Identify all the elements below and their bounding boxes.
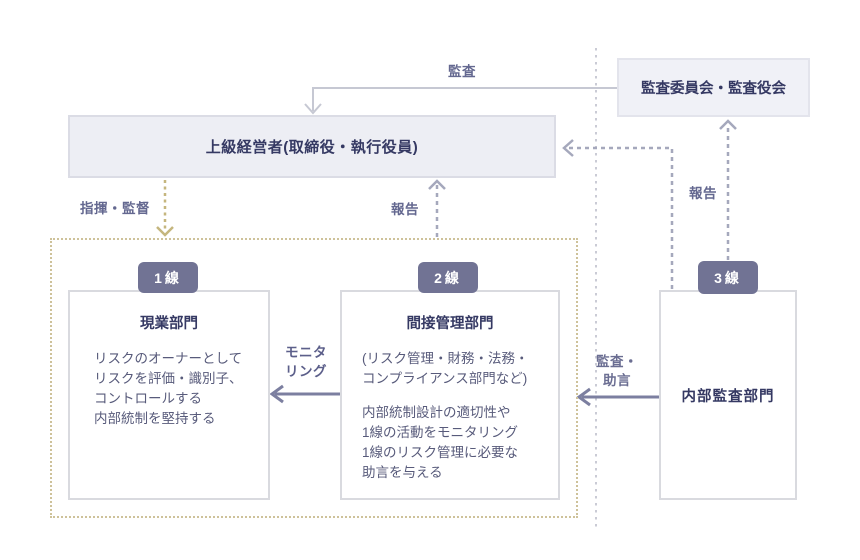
- command-arrowhead: [156, 226, 174, 237]
- line3-box: 内部監査部門: [659, 290, 797, 500]
- audit-advice-label: 監査・ 助言: [596, 354, 638, 388]
- line1-description: リスクのオーナーとして リスクを評価・識別子、 コントロールする 内部統制を堅持…: [94, 351, 243, 426]
- line1-title: 現業部門: [140, 316, 198, 332]
- monitoring-label: モニタ リング: [285, 345, 327, 379]
- line1-badge: 1線: [138, 262, 198, 293]
- internal-control-dotted-frame: [50, 238, 578, 518]
- senior-management-box: 上級経営者(取締役・執行役員): [68, 115, 556, 178]
- report-label-right: 報告: [689, 186, 717, 201]
- line1-box: 現業部門 リスクのオーナーとして リスクを評価・識別子、 コントロールする 内部…: [68, 290, 270, 500]
- report-to-committee-arrowhead: [719, 119, 737, 130]
- monitoring-arrowhead: [269, 384, 284, 404]
- line2-badge: 2線: [418, 262, 478, 293]
- senior-management-label: 上級経営者(取締役・執行役員): [205, 139, 419, 156]
- audit-connector-line: [312, 87, 617, 111]
- report-label-left: 報告: [391, 202, 419, 217]
- audit-advice-arrowhead: [576, 387, 591, 407]
- audit-label: 監査: [448, 64, 476, 79]
- audit-committee-label: 監査委員会・監査役会: [641, 81, 786, 97]
- line3-badge: 3線: [698, 261, 758, 294]
- command-supervision-label: 指揮・監督: [80, 201, 150, 216]
- line3-title: 内部監査部門: [681, 388, 775, 405]
- line2-title: 間接管理部門: [406, 316, 494, 332]
- report-to-management-dashed-line: [568, 146, 674, 289]
- report-left-arrowhead: [428, 179, 446, 190]
- audit-connector-arrowhead: [304, 103, 322, 115]
- line2-description-departments: (リスク管理・財務・法務・ コンプライアンス部門など): [362, 351, 529, 386]
- line2-description-role: 内部統制設計の適切性や 1線の活動をモニタリング 1線のリスク管理に必要な 助言…: [362, 405, 519, 480]
- audit-committee-box: 監査委員会・監査役会: [617, 58, 810, 117]
- line2-box: 間接管理部門 (リスク管理・財務・法務・ コンプライアンス部門など) 内部統制設…: [340, 290, 560, 500]
- report-to-management-arrowhead: [562, 139, 574, 157]
